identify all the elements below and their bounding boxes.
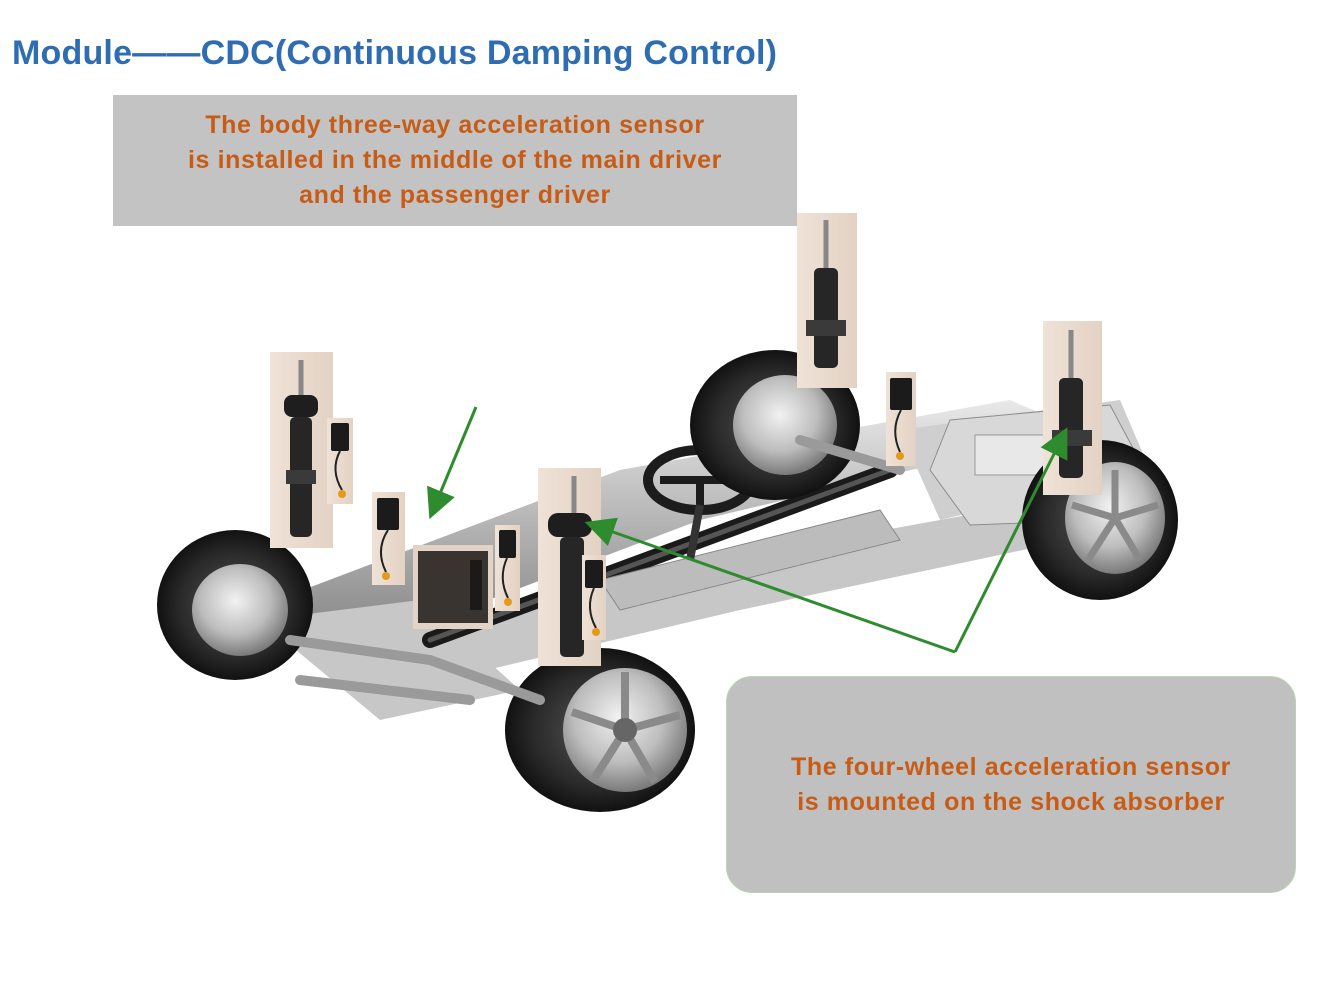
front-suspension [285, 435, 905, 705]
wheel-acceleration-sensor [886, 372, 916, 466]
wheel-acceleration-sensor [327, 418, 353, 504]
callout-line: The four-wheel acceleration sensor [791, 752, 1231, 781]
body-acceleration-sensor-unit [413, 545, 493, 629]
wheel-sensor-callout-text: The four-wheel acceleration sensor is mo… [791, 750, 1231, 820]
callout-line: is installed in the middle of the main d… [187, 146, 723, 174]
wheel-acceleration-sensor [495, 525, 520, 611]
callout-line: The body three-way acceleration sensor [205, 111, 705, 139]
callout-line: and the passenger driver [299, 181, 611, 209]
shock-absorber-rear-right [1043, 321, 1102, 495]
slide-title: Module——CDC(Continuous Damping Control) [12, 34, 778, 72]
drive-shaft [422, 462, 898, 648]
body-sensor-callout: The body three-way acceleration sensor i… [113, 95, 797, 226]
shock-absorber-front-left [270, 352, 333, 548]
shock-absorber-rear-left [797, 213, 857, 388]
wheel-acceleration-sensor [582, 555, 606, 640]
pointer-arrows [427, 406, 1068, 654]
wheel-sensor-callout: The four-wheel acceleration sensor is mo… [726, 676, 1296, 893]
body-sensor-callout-text: The body three-way acceleration sensor i… [188, 108, 722, 213]
wheel-acceleration-sensor [372, 492, 405, 585]
wheel-front-right [505, 648, 695, 812]
wheel-front-left [157, 530, 313, 680]
exhaust-pipe [599, 509, 901, 611]
callout-line: is mounted on the shock absorber [797, 787, 1225, 816]
